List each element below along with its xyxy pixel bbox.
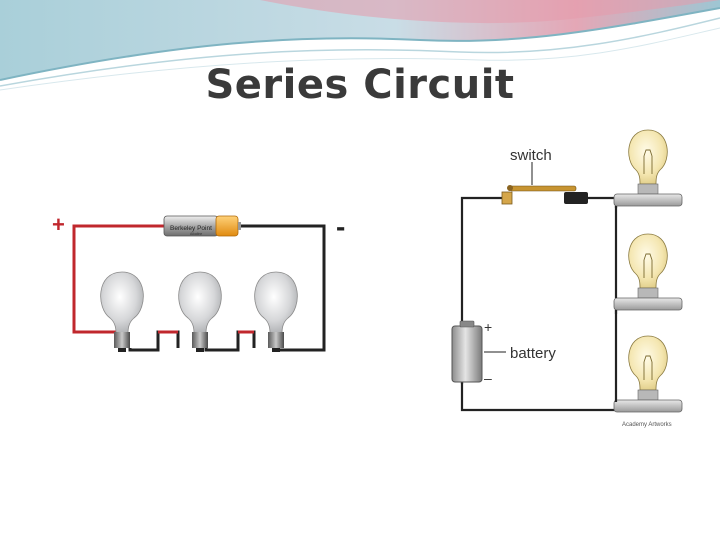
header-banner (0, 0, 720, 91)
positive-terminal-sign: + (52, 212, 65, 237)
image-credit: Academy Artworks (622, 422, 672, 428)
battery-subtext: Alkaline (190, 232, 202, 236)
bulb-link-2 (204, 330, 256, 352)
switch-label: switch (510, 147, 552, 164)
lamp-1 (613, 129, 683, 207)
battery: Berkeley Point Alkaline (163, 215, 241, 237)
battery-brand-label: Berkeley Point (170, 225, 212, 232)
series-circuit-switch-diagram: switch + – battery Academy Artworks (451, 129, 683, 428)
black-wire (238, 224, 326, 352)
lamp-2 (613, 233, 683, 311)
bulb-1 (100, 271, 144, 352)
series-circuit-bulbs-diagram: + - Berkeley Point Alkaline (52, 211, 345, 352)
bulb-3 (254, 271, 298, 352)
negative-terminal-sign: - (336, 211, 345, 242)
bulb-2 (178, 271, 222, 352)
battery-label: battery (510, 345, 556, 362)
battery-negative-sign: – (484, 370, 492, 386)
battery-cell (451, 320, 483, 383)
switch (501, 185, 588, 205)
slide-title: Series Circuit (205, 62, 515, 108)
lamp-3 (613, 335, 683, 413)
bulb-link-1 (128, 330, 180, 352)
battery-positive-sign: + (484, 319, 492, 335)
